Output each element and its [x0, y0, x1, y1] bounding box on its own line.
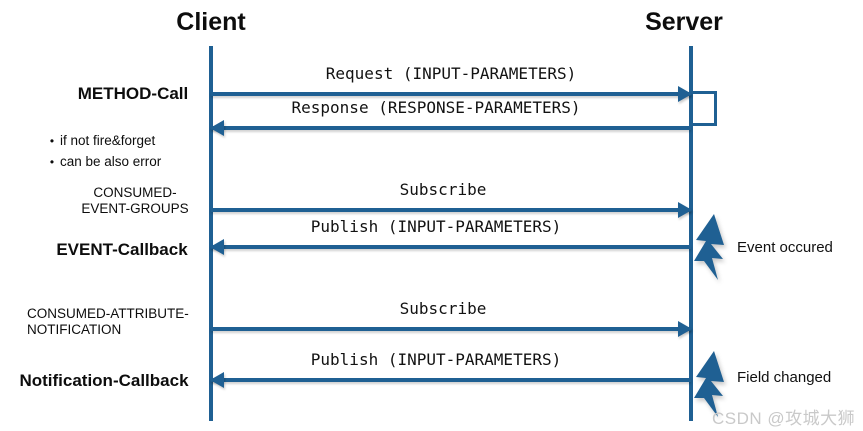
arrowhead-right-icon	[678, 202, 692, 218]
message-label-publish-event: Publish (INPUT-PARAMETERS)	[310, 217, 562, 236]
arrowhead-right-icon	[678, 86, 692, 102]
message-line	[211, 92, 691, 96]
message-label-request: Request (INPUT-PARAMETERS)	[325, 64, 577, 83]
lightning-bolt-icon	[692, 214, 738, 280]
list-item-label: can be also error	[60, 153, 162, 169]
list-item: • if not fire&forget	[44, 131, 161, 152]
message-label-subscribe-events: Subscribe	[399, 180, 487, 199]
message-line	[211, 208, 691, 212]
message-label-response: Response (RESPONSE-PARAMETERS)	[291, 98, 581, 117]
lifeline-server	[689, 46, 693, 421]
side-label-consumed-attribute-notification: CONSUMED-ATTRIBUTE- NOTIFICATION	[27, 306, 189, 338]
arrowhead-left-icon	[210, 239, 224, 255]
arrowhead-left-icon	[210, 120, 224, 136]
list-item-label: if not fire&forget	[60, 133, 156, 148]
arrowhead-right-icon	[678, 321, 692, 337]
lightning-bolt-icon	[692, 351, 738, 417]
activation-bar-server	[690, 91, 717, 126]
event-note-event-occured: Event occured	[737, 239, 833, 256]
message-label-publish-notification: Publish (INPUT-PARAMETERS)	[310, 350, 562, 369]
lifeline-client	[209, 46, 213, 421]
event-note-field-changed: Field changed	[737, 369, 832, 386]
arrowhead-left-icon	[210, 372, 224, 388]
list-item: • can be also error	[44, 152, 161, 173]
message-line	[211, 378, 691, 382]
side-label-consumed-event-groups: CONSUMED- EVENT-GROUPS	[81, 185, 189, 217]
side-label-notification-callback: Notification-Callback	[19, 371, 189, 390]
bullet-icon: •	[49, 134, 55, 148]
message-label-subscribe-attributes: Subscribe	[399, 299, 487, 318]
method-call-notes: • if not fire&forget • can be also error	[44, 131, 161, 173]
side-label-event-callback: EVENT-Callback	[56, 240, 188, 259]
message-line	[211, 327, 691, 331]
side-label-method-call: METHOD-Call	[77, 84, 189, 103]
csdn-watermark: CSDN @攻城大狮	[712, 409, 856, 428]
message-line	[211, 245, 691, 249]
message-line	[211, 126, 691, 130]
actor-title-client: Client	[176, 8, 246, 36]
bullet-icon: •	[49, 154, 55, 169]
actor-title-server: Server	[645, 8, 723, 36]
